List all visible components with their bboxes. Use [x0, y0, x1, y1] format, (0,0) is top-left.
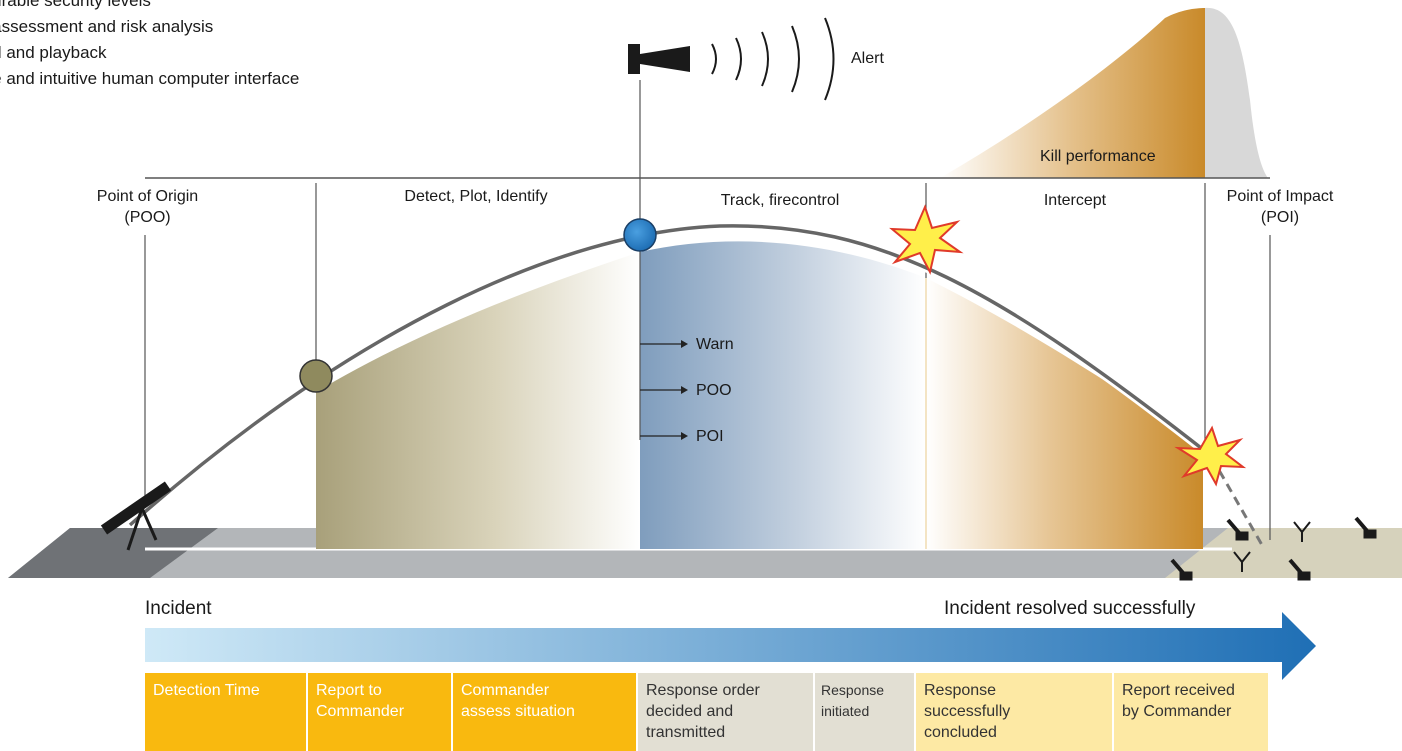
step-label: Report to Commander — [316, 682, 405, 720]
feature-item: ...e and intuitive human computer interf… — [0, 69, 300, 88]
step-label: Report received by Commander — [1122, 682, 1235, 720]
timeline-arrow — [145, 612, 1316, 680]
warn-label: Warn — [696, 336, 734, 353]
detection-marker — [299, 359, 333, 393]
kill-performance-curve — [940, 7, 1268, 178]
step-label: Response order decided and transmitted — [646, 682, 760, 741]
step-detection-time: Detection Time — [145, 673, 308, 751]
step-report-received: Report received by Commander — [1114, 673, 1268, 751]
alert-label: Alert — [851, 50, 884, 67]
feature-item: ...d and playback — [0, 43, 107, 62]
track-phase-label: Track, firecontrol — [720, 192, 840, 209]
incident-resolved-label: Incident resolved successfully — [944, 598, 1196, 619]
poo-label: POO — [696, 382, 732, 399]
step-label: Commander assess situation — [461, 682, 575, 720]
poi-label: POI — [696, 428, 724, 445]
alert-marker — [623, 218, 657, 252]
step-response-concluded: Response successfully concluded — [916, 673, 1114, 751]
step-commander-assess: Commander assess situation — [453, 673, 638, 751]
impact-explosion-icon — [1174, 425, 1247, 487]
step-label: Detection Time — [153, 682, 260, 699]
point-of-impact-label: Point of Impact (POI) — [1226, 188, 1334, 226]
step-label: Response successfully concluded — [924, 682, 1011, 741]
kill-performance-label: Kill performance — [1040, 148, 1156, 165]
step-report-to-commander: Report to Commander — [308, 673, 453, 751]
incident-label: Incident — [145, 598, 212, 619]
point-of-origin-label: Point of Origin (POO) — [96, 188, 199, 226]
feature-item: ...assessment and risk analysis — [0, 17, 214, 36]
alert-horn-icon — [628, 17, 835, 101]
launcher-icon — [100, 481, 172, 551]
step-response-initiated: Response initiated — [815, 673, 916, 751]
detect-phase-label: Detect, Plot, Identify — [404, 188, 548, 205]
action-arrows — [640, 340, 688, 440]
intercept-explosion-icon — [889, 204, 964, 275]
feature-list: ...urable security levels ...assessment … — [0, 0, 299, 92]
intercept-phase-label: Intercept — [1043, 192, 1107, 209]
process-steps: Detection Time Report to Commander Comma… — [145, 673, 1268, 751]
feature-item: ...urable security levels — [0, 0, 151, 10]
step-response-order: Response order decided and transmitted — [638, 673, 815, 751]
phase-areas — [316, 241, 1203, 549]
defense-units-icon — [1170, 516, 1377, 581]
step-label: Response initiated — [821, 682, 885, 719]
